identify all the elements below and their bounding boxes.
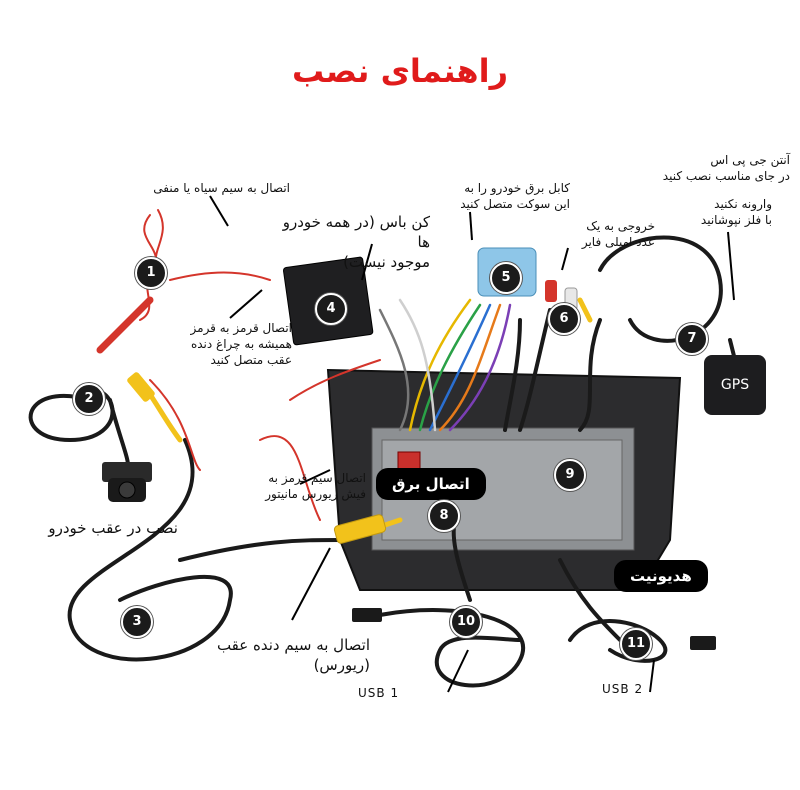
cable-video-run bbox=[178, 538, 342, 562]
harness-wire-yellow bbox=[408, 298, 472, 432]
badge-3: 3 bbox=[121, 606, 153, 638]
badge-10: 10 bbox=[450, 606, 482, 638]
label-power-cable: کابل برق خودرو را به این سوکت متصل کنید bbox=[460, 181, 570, 211]
arrow-reverse bbox=[291, 547, 331, 621]
cable-usb2-run bbox=[558, 558, 622, 642]
gps-antenna: GPS bbox=[704, 355, 766, 415]
usb2-label: USB 2 bbox=[602, 682, 644, 696]
cable-video-loop bbox=[67, 438, 233, 662]
label-gps-antenna: آنتن جی پی اس در جای مناسب نصب کنید bbox=[662, 153, 790, 183]
arrow-amp bbox=[561, 247, 569, 271]
harness-wire-blue bbox=[428, 303, 492, 432]
label-no-metal: وارونه نکنید با فلز نپوشانید bbox=[700, 197, 772, 227]
rear-camera-bracket bbox=[102, 462, 152, 482]
rear-camera-lens bbox=[118, 481, 136, 499]
arrow-power-cable bbox=[469, 211, 473, 241]
harness-wire-green bbox=[418, 303, 482, 432]
cable-rca-1 bbox=[503, 318, 522, 432]
rca-plug-yellow-1 bbox=[127, 372, 155, 402]
cable-camera-loop bbox=[28, 386, 115, 443]
wire-red-monitor bbox=[259, 435, 321, 521]
pill-power: اتصال برق bbox=[376, 468, 486, 500]
wire-red-reverse bbox=[149, 379, 201, 471]
label-red-wire-light: اتصال قرمز به قرمز همیشه به چراغ دنده عق… bbox=[190, 321, 292, 367]
cable-gps-to-unit bbox=[578, 318, 602, 432]
label-reverse-gear: اتصال به سیم دنده عقب (ریورس) bbox=[216, 636, 370, 674]
label-canbus: کن باس (در همه خودرو ها موجود نیست) bbox=[282, 213, 430, 271]
harness-wire-orange bbox=[438, 303, 502, 432]
usb1-label: USB 1 bbox=[358, 686, 400, 700]
rca-yellow-amp bbox=[577, 297, 593, 323]
label-rear-mount: نصب در عقب خودرو bbox=[48, 519, 178, 537]
page-title: راهنمای نصب bbox=[292, 52, 508, 90]
badge-9: 9 bbox=[554, 459, 586, 491]
harness-wire-white bbox=[398, 298, 437, 432]
cable-gps-loop bbox=[598, 235, 723, 343]
cable-rca-2 bbox=[518, 308, 552, 432]
wire-red-light bbox=[169, 271, 271, 281]
arrow-red-monitor bbox=[299, 469, 331, 485]
rca-plug-yellow-2 bbox=[333, 514, 387, 544]
badge-2: 2 bbox=[73, 383, 105, 415]
badge-8: 8 bbox=[428, 500, 460, 532]
arrow-gps bbox=[727, 231, 735, 301]
harness-wire-purple bbox=[448, 303, 512, 432]
label-black-wire: اتصال به سیم سیاه یا منفی bbox=[153, 181, 290, 195]
arrow-red-light bbox=[229, 289, 263, 319]
wire-red-power-bundle bbox=[96, 296, 154, 354]
arrow-black-wire bbox=[209, 195, 229, 227]
arrow-usb1 bbox=[447, 649, 469, 693]
harness-wire-grey bbox=[378, 308, 410, 432]
badge-4: 4 bbox=[315, 293, 347, 325]
usb2-connector bbox=[690, 636, 716, 650]
usb1-connector bbox=[352, 608, 382, 622]
wire-red-harness bbox=[289, 359, 381, 401]
cable-camera-down bbox=[108, 398, 131, 472]
cable-usb2-loop bbox=[568, 619, 668, 663]
badge-5: 5 bbox=[490, 262, 522, 294]
arrow-usb2 bbox=[649, 659, 655, 693]
badge-7: 7 bbox=[676, 323, 708, 355]
pill-headunit: هدیونیت bbox=[614, 560, 708, 592]
rca-plug-red bbox=[545, 280, 557, 302]
label-red-reverse-monitor: اتصال سیم قرمز به فیش ریورس مانیتور bbox=[265, 471, 366, 501]
badge-1: 1 bbox=[135, 257, 167, 289]
badge-6: 6 bbox=[548, 303, 580, 335]
arrow-canbus bbox=[361, 243, 373, 281]
label-amp-output: خروجی به یک عدد امپلی فایر bbox=[581, 219, 655, 249]
badge-11: 11 bbox=[620, 628, 652, 660]
